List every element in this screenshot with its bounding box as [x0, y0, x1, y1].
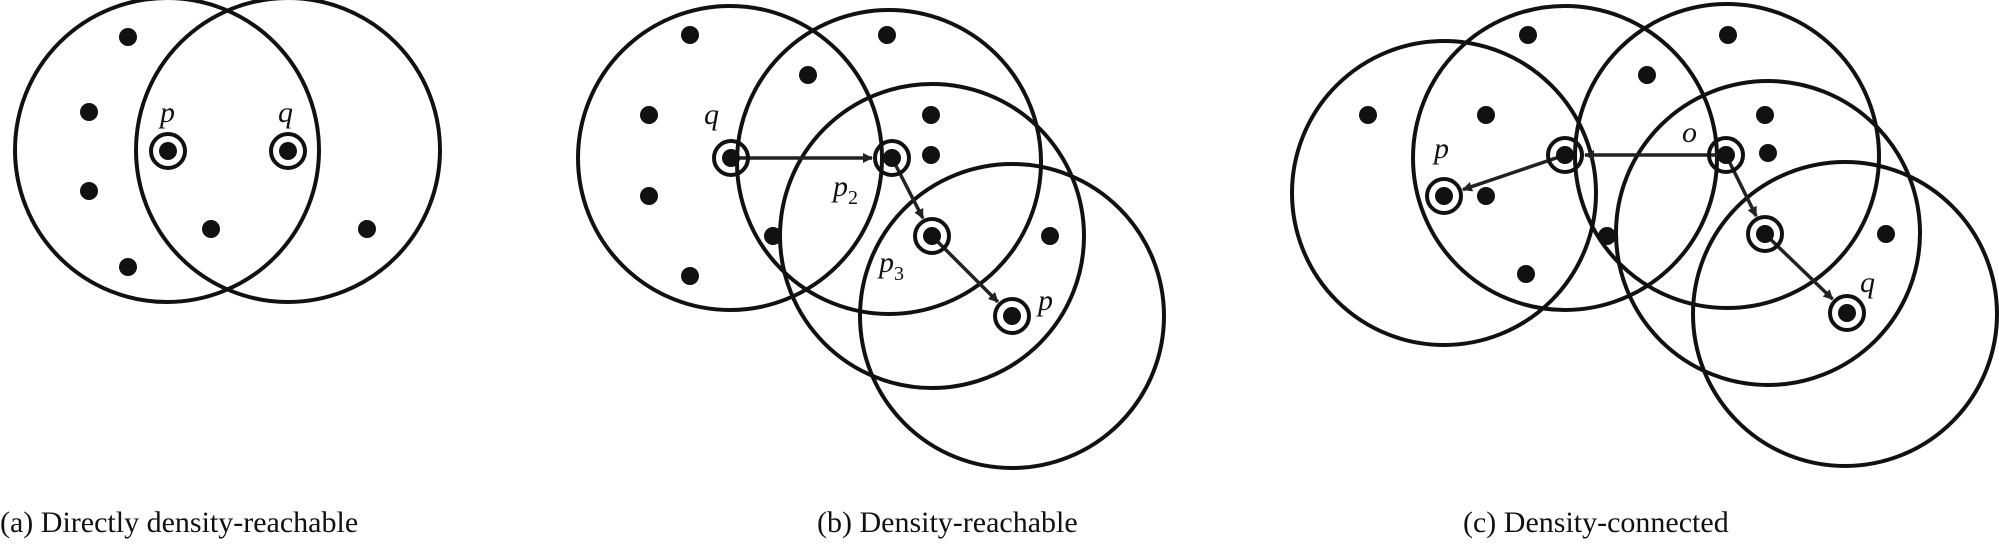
neighborhood-circle-a-1: [13, 0, 321, 304]
core-point-ring-c-4: [1746, 215, 1784, 253]
data-point-c-1: [1359, 106, 1377, 124]
label-p-a: p: [158, 96, 175, 129]
caption-a: (a) Directly density-reachable: [0, 506, 358, 539]
data-point-a-1: [119, 28, 137, 46]
data-point-b-1: [681, 26, 699, 44]
neighborhood-circle-b-4: [858, 162, 1166, 470]
data-point-c-5: [1638, 66, 1656, 84]
data-point-b-8: [764, 227, 782, 245]
data-point-c-10: [1877, 225, 1895, 243]
neighborhood-circle-c-1: [1290, 39, 1598, 347]
label-q-a: q: [278, 96, 293, 129]
data-point-b-3: [878, 26, 896, 44]
caption-b: (b) Density-reachable: [817, 506, 1078, 539]
data-point-c-9: [1598, 227, 1616, 245]
data-point-a-3: [80, 182, 98, 200]
core-point-ring-a-2: [269, 132, 307, 170]
core-point-b-2: [883, 149, 901, 167]
core-point-ring-c-5: [1828, 294, 1866, 332]
core-point-ring-c-2: [1546, 136, 1584, 174]
reachability-arrow-b-2: [890, 157, 925, 220]
reachability-arrow-c-3: [1724, 154, 1758, 217]
neighborhood-circle-a-2: [134, 0, 442, 304]
data-point-b-7: [640, 187, 658, 205]
core-point-a-2: [279, 142, 297, 160]
data-point-c-3: [1477, 106, 1495, 124]
data-point-b-6: [922, 146, 940, 164]
core-point-ring-a-1: [149, 132, 187, 170]
label-p2-sub: 2: [848, 187, 858, 209]
core-point-c-1: [1435, 187, 1453, 205]
core-point-c-4: [1756, 225, 1774, 243]
core-point-ring-b-1: [712, 139, 750, 177]
core-point-ring-c-1: [1425, 177, 1463, 215]
label-p3-sub: 3: [894, 263, 904, 285]
label-q-c: q: [1860, 266, 1875, 299]
data-point-a-2: [80, 103, 98, 121]
data-point-b-4: [640, 106, 658, 124]
data-point-a-6: [358, 220, 376, 238]
core-point-b-4: [1003, 307, 1021, 325]
data-point-a-4: [119, 258, 137, 276]
data-point-c-2: [1519, 26, 1537, 44]
label-q-b: q: [704, 98, 719, 131]
neighborhood-circle-c-5: [1691, 160, 1999, 468]
core-point-ring-b-4: [993, 297, 1031, 335]
data-point-b-2: [799, 66, 817, 84]
label-p-b: p: [1036, 284, 1053, 317]
data-point-b-9: [1041, 227, 1059, 245]
data-point-c-4: [1477, 187, 1495, 205]
label-o-c: o: [1682, 116, 1697, 149]
neighborhood-circle-c-3: [1573, 2, 1881, 310]
label-p3-main: p: [877, 246, 894, 279]
data-point-b-10: [681, 267, 699, 285]
data-point-c-7: [1756, 106, 1774, 124]
core-point-ring-c-3: [1707, 136, 1745, 174]
core-point-c-5: [1838, 304, 1856, 322]
data-point-b-5: [922, 106, 940, 124]
core-point-c-3: [1717, 146, 1735, 164]
core-point-ring-b-3: [913, 217, 951, 255]
label-p3-b: p3: [877, 246, 904, 285]
core-point-ring-b-2: [873, 139, 911, 177]
neighborhood-circle-c-2: [1411, 4, 1719, 312]
data-point-c-8: [1759, 144, 1777, 162]
data-point-a-5: [202, 220, 220, 238]
caption-c: (c) Density-connected: [1463, 506, 1729, 539]
label-p2-b: p2: [831, 170, 858, 209]
core-point-c-2: [1556, 146, 1574, 164]
core-point-b-3: [923, 227, 941, 245]
neighborhood-circle-c-4: [1614, 79, 1922, 387]
data-point-c-11: [1517, 265, 1535, 283]
label-p2-main: p: [831, 170, 848, 203]
core-point-a-1: [159, 142, 177, 160]
core-point-b-1: [722, 149, 740, 167]
neighborhood-circle-b-1: [576, 4, 884, 312]
label-p-c: p: [1432, 132, 1449, 165]
data-point-c-6: [1719, 26, 1737, 44]
